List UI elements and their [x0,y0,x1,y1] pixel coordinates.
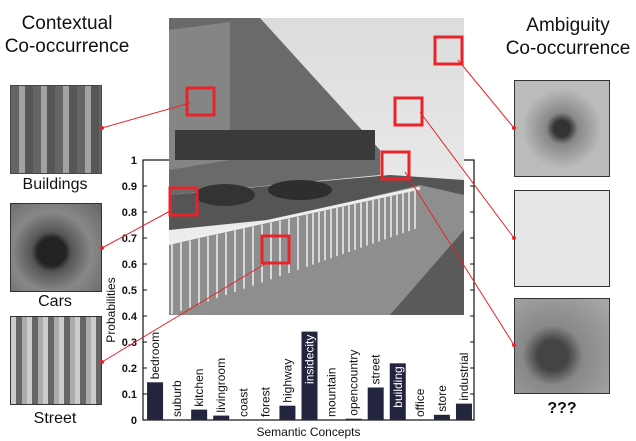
category-label-building: building [391,366,405,407]
connector-line [101,102,191,129]
y-tick-label: 0.3 [122,337,137,349]
connector-line [457,59,515,129]
right-title: Ambiguity Co-occurrence [500,14,636,60]
arrow-head [100,360,104,364]
y-tick-label: 0.8 [122,207,137,219]
y-tick-label: 0.9 [122,181,137,193]
y-axis-label: Probabilities [104,277,118,342]
bar-insidecity [301,331,318,420]
bar-opencountry [345,418,362,420]
y-tick-label: 1 [131,155,137,167]
right-title-line2: Co-occurrence [505,38,631,59]
y-tick-label: 0.6 [122,259,137,271]
category-label-street: street [369,354,383,385]
cars-patch [10,203,102,292]
left-title-line1: Contextual [21,13,113,34]
category-label-industrial: industrial [457,353,471,401]
right-title-line1: Ambiguity [526,15,610,36]
street-photo [168,18,464,315]
bar-industrial [455,403,472,420]
region-box [393,96,424,127]
street-label: Street [33,410,77,427]
arrow-head [100,126,104,130]
left-title: Contextual Co-occurrence [2,12,132,58]
y-tick-label: 0.7 [122,233,137,245]
street-patch [10,316,102,405]
buildings-label: Buildings [22,176,88,193]
category-label-kitchen: kitchen [192,369,206,407]
y-tick-label: 0.5 [122,285,137,297]
y-tick-label: 0.1 [122,389,137,401]
category-label-mountain: mountain [325,368,339,417]
left-title-line2: Co-occurrence [4,36,130,57]
y-tick-label: 0.4 [122,311,138,323]
category-label-coast: coast [236,388,250,417]
cars-label: Cars [38,293,72,310]
category-label-store: store [435,385,449,412]
bar-bedroom [147,382,164,420]
category-label-suburb: suburb [170,380,184,417]
bar-building [389,363,406,420]
connector-line [404,171,515,346]
unknown-label: ??? [547,400,577,417]
category-label-forest: forest [258,386,272,417]
region-box [433,35,464,66]
fence-rail [168,186,421,245]
bar-store [433,414,450,420]
connector-line [101,261,269,363]
category-label-office: office [413,388,427,417]
x-axis-label: Semantic Concepts [256,425,360,439]
arrow-head [512,343,516,347]
arrow-head [100,246,104,250]
buildings-patch [10,85,102,174]
category-label-bedroom: bedroom [148,332,162,379]
bar-kitchen [191,409,208,420]
ambiguity-patch-2 [514,190,610,287]
region-box [380,150,411,181]
region-box [260,234,291,265]
arrow-head [512,236,516,240]
category-label-opencountry: opencountry [347,350,361,416]
ambiguity-patch-1 [514,80,610,177]
bar-street [367,387,384,420]
category-label-livingroom: livingroom [214,358,228,413]
bar-livingroom [213,415,230,420]
arrow-head [512,126,516,130]
connector-line [419,111,515,239]
y-tick-label: 0.2 [122,363,137,375]
region-box [185,86,216,117]
ambiguity-patch-3 [514,298,610,394]
y-tick-label: 0 [131,415,137,427]
region-box [168,186,199,217]
bar-highway [279,405,296,420]
category-label-highway: highway [280,359,294,403]
connector-line [101,209,173,249]
category-label-insidecity: insidecity [303,335,317,384]
